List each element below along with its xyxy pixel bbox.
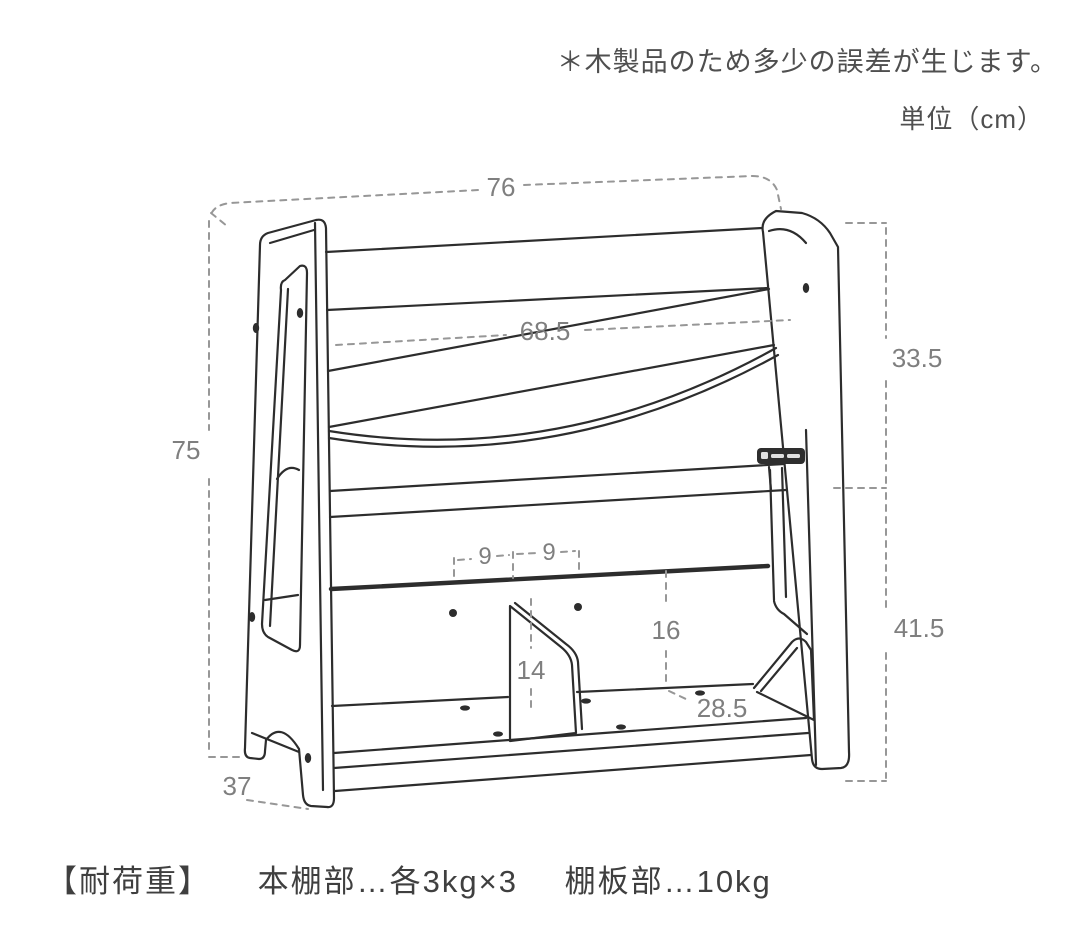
screw-hole: [802, 283, 810, 293]
shelf-hole: [493, 731, 503, 737]
book-rails: [324, 226, 805, 519]
shelf-hole: [460, 705, 470, 711]
load-capacity-shelf-board: 棚板部…10kg: [564, 864, 772, 899]
dimension-lines: 76 68.5 75 37 33.5 41.5: [172, 172, 945, 810]
screw-hole: [296, 308, 304, 318]
unit-text: 単位（cm）: [899, 104, 1044, 134]
dim-base-depth: 37: [223, 771, 252, 801]
load-capacity-caption: 【耐荷重】 本棚部…各3kg×3 棚板部…10kg: [46, 856, 772, 901]
shelf-hole: [695, 690, 705, 696]
center-divider: [508, 601, 584, 743]
left-leg: [243, 218, 336, 809]
dim-divider-height: 14: [517, 655, 546, 685]
brand-plate-icon: [757, 448, 805, 464]
screw-hole: [248, 612, 256, 622]
right-bracket: [752, 637, 816, 722]
bottom-shelf: [328, 563, 813, 793]
dim-pitch-right: 9: [542, 539, 555, 566]
dim-lower-section: 41.5: [894, 613, 945, 643]
dim-back-panel-height: 16: [652, 615, 681, 645]
notes-block: ＊木製品のため多少の誤差が生じます。 単位（cm）: [557, 40, 1058, 136]
disclaimer-text: ＊木製品のため多少の誤差が生じます。: [556, 47, 1058, 77]
dim-total-width: 76: [487, 172, 516, 202]
dim-pitch-left: 9: [478, 543, 491, 570]
load-capacity-bookshelf: 本棚部…各3kg×3: [257, 864, 518, 899]
shelf-hole: [581, 698, 591, 704]
peg-hole: [449, 609, 457, 617]
dim-shelf-depth: 28.5: [697, 693, 748, 723]
dim-inner-width: 68.5: [520, 316, 571, 346]
screw-hole: [252, 323, 260, 333]
load-capacity-label: 【耐荷重】: [46, 864, 211, 899]
dim-upper-section: 33.5: [892, 343, 943, 373]
peg-hole: [574, 603, 582, 611]
screw-hole: [304, 753, 312, 763]
dim-total-height: 75: [172, 435, 201, 465]
shelf-hole: [616, 724, 626, 730]
